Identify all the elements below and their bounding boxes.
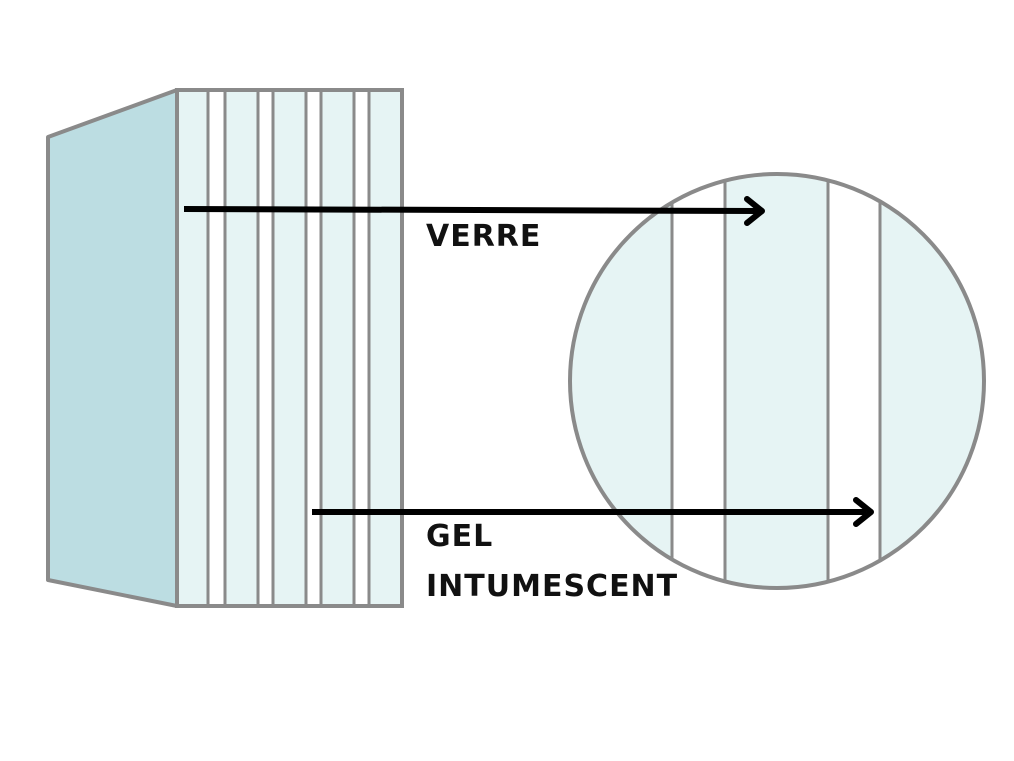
pane-gel-layer (208, 90, 225, 606)
zoom-gel-layer (828, 174, 880, 588)
arrow-glass-shaft (183, 206, 759, 214)
pane-glass-layer (369, 90, 402, 606)
pane-layers (177, 90, 402, 606)
arrow-glass-head (744, 196, 765, 226)
label-glass: VERRE (426, 219, 542, 254)
zoom-circle-outline (568, 172, 986, 590)
arrow-gel (312, 497, 874, 527)
arrow-gel-head (853, 497, 874, 527)
pane-gel-layer (306, 90, 321, 606)
pane-glass-layer (273, 90, 306, 606)
pane-front-outline (175, 88, 404, 608)
pane-side-face (46, 88, 179, 608)
zoom-gel-layer (672, 174, 725, 588)
pane-glass-layer (177, 90, 208, 606)
label-gel-line1: GEL (426, 519, 494, 554)
pane-gel-layer (354, 90, 369, 606)
zoom-glass-layer (725, 174, 828, 588)
glass-pane-block (46, 88, 404, 608)
pane-glass-layer (321, 90, 354, 606)
zoom-glass-layer (880, 174, 984, 588)
arrow-glass (183, 196, 765, 226)
pane-gel-layer (258, 90, 273, 606)
label-intumescent-gel: GEL INTUMESCENT (426, 512, 678, 612)
pane-glass-layer (225, 90, 258, 606)
label-gel-line2: INTUMESCENT (426, 569, 679, 604)
